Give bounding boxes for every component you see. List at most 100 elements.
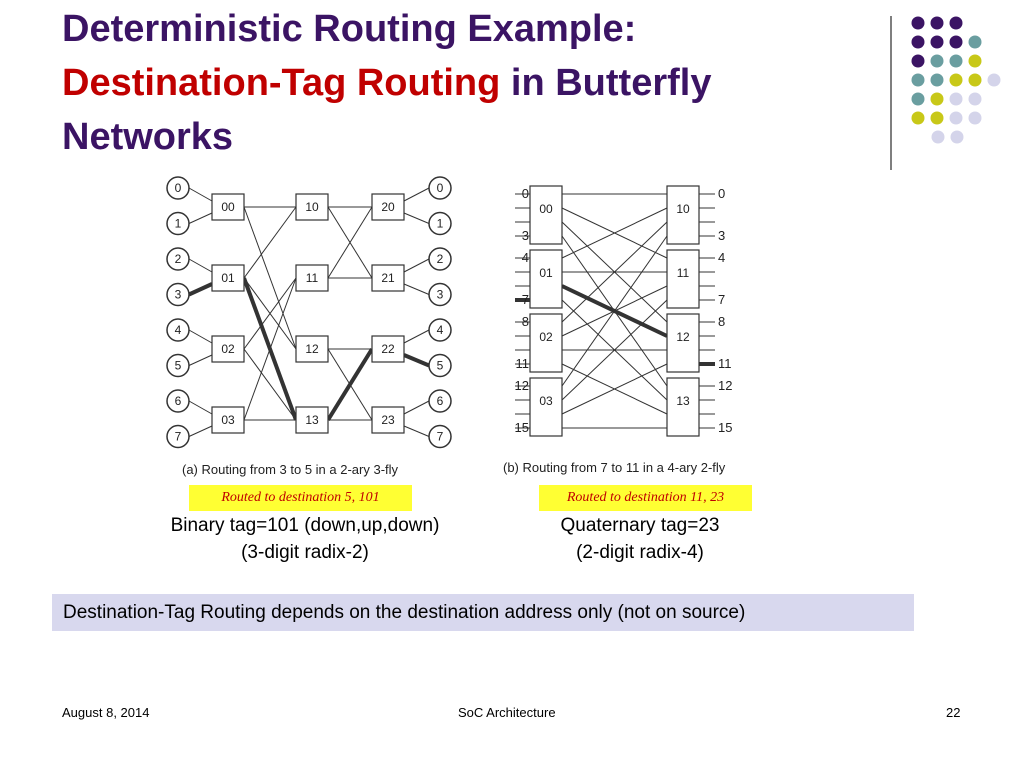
link-line [243,206,297,279]
title-rest: in Butterfly Networks [62,62,712,158]
link-line [403,400,430,415]
switch-node [211,335,245,363]
link-line [403,187,430,202]
port-label-left: 3 [522,228,529,243]
link-line [188,329,213,344]
decor-dot [968,92,982,106]
summary-box: Destination-Tag Routing depends on the d… [52,594,914,631]
switch-label: 01 [221,271,235,285]
terminal-left [166,176,190,200]
decor-dot [968,111,982,125]
terminal-left-label: 1 [175,217,182,231]
link-line [403,329,430,344]
switch-label: 13 [305,413,319,427]
port-label-left: 12 [515,378,529,393]
port-label-right: 0 [718,186,725,201]
link-line [403,258,430,273]
caption-quaternary-line2: (2-digit radix-4) [576,542,704,563]
caption-quaternary: Quaternary tag=23 (2-digit radix-4) [500,512,780,566]
route-segment [403,353,430,368]
link-line [561,221,668,323]
link-line [403,425,430,437]
terminal-right [428,247,452,271]
switch-node [295,335,329,363]
route-segment [188,282,213,297]
decor-dot [930,54,944,68]
caption-binary: Binary tag=101 (down,up,down) (3-digit r… [125,512,485,566]
diagram-b-route-path [515,284,715,366]
decor-dot [949,92,963,106]
terminal-right-label: 4 [437,323,444,337]
switch-label: 20 [381,200,395,214]
terminal-right [428,318,452,342]
link-line [243,348,297,421]
terminal-right-label: 0 [437,181,444,195]
switch-label: 03 [539,394,553,408]
switch-node [666,249,700,309]
switch-label: 02 [221,342,235,356]
switch-label: 03 [221,413,235,427]
route-tag-left: Routed to destination 5, 101 [189,485,412,511]
terminal-left [166,318,190,342]
caption-binary-line1: Binary tag=101 (down,up,down) [170,515,440,536]
decor-dot [949,35,963,49]
route-segment [326,347,374,422]
decor-dot-grid [911,16,1001,144]
terminal-left-label: 3 [175,288,182,302]
terminal-left [166,211,190,236]
decor-dot [931,130,945,144]
terminal-left-label: 0 [175,181,182,195]
link-line [243,277,297,350]
decor-dot [911,54,925,68]
route-segment [561,284,668,338]
port-label-right: 4 [718,250,725,265]
decor-dot [949,73,963,87]
decor-dot [930,92,944,106]
terminal-right [428,282,452,307]
port-label-left: 0 [522,186,529,201]
decor-dot [930,35,944,49]
port-label-left: 11 [516,356,530,371]
terminal-right-label: 5 [437,359,444,373]
decor-dot [950,130,964,144]
link-line [188,354,213,366]
terminal-right-label: 6 [437,394,444,408]
link-line [188,212,213,224]
port-label-right: 11 [718,356,732,371]
decor-dot [911,73,925,87]
decor-dot [911,111,925,125]
title-line1: Deterministic Routing Example: [62,8,637,50]
link-line [561,207,668,259]
switch-node [371,406,405,434]
switch-node [371,264,405,292]
terminal-left-label: 6 [175,394,182,408]
switch-label: 10 [676,202,690,216]
decor-dot [911,35,925,49]
switch-node [211,406,245,434]
footer-title: SoC Architecture [458,705,556,720]
diagram-a-route-path [188,277,430,422]
decor-dot [930,111,944,125]
port-label-right: 15 [718,420,732,435]
decor-dot [930,16,944,30]
diagram-a-links [188,187,430,437]
terminal-right [428,353,452,378]
diagram-b-caption: (b) Routing from 7 to 11 in a 4-ary 2-fl… [503,460,726,475]
switch-label: 00 [539,202,553,216]
switch-node [529,377,563,437]
link-line [188,187,213,202]
footer-page-number: 22 [946,705,961,720]
link-line [403,212,430,224]
link-line [327,206,373,279]
caption-quaternary-line1: Quaternary tag=23 [560,515,720,536]
port-label-left: 15 [515,420,529,435]
terminal-left [166,282,190,307]
switch-node [529,249,563,309]
route-segment [242,277,298,421]
switch-node [529,185,563,245]
switch-label: 11 [306,271,319,285]
switch-label: 11 [677,266,690,280]
route-tag-right: Routed to destination 11, 23 [539,485,752,511]
